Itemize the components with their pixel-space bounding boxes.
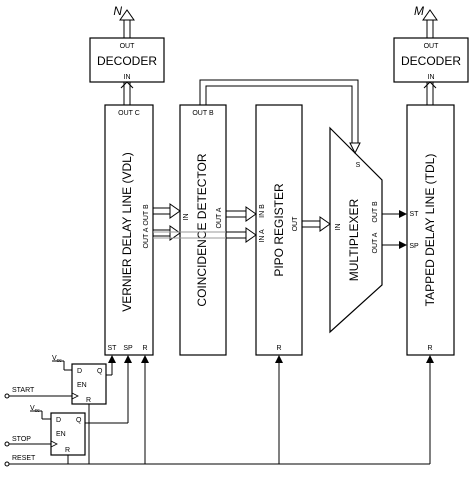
ff-stop-d: D [56, 417, 61, 424]
coincidence-in: IN [183, 214, 190, 221]
flipflop-stop: D Q EN R Vcc [30, 405, 86, 456]
decoder-left-out: OUT [120, 43, 136, 50]
decoder-left-title: DECODER [97, 54, 157, 68]
coincidence-out-b: OUT B [192, 110, 214, 117]
output-n-label: N [113, 4, 122, 18]
pipo-block: PIPO REGISTER IN A IN B OUT R [255, 104, 303, 356]
vdl-out-b: OUT B [143, 204, 150, 226]
ff-start-r: R [86, 397, 91, 404]
bus-vdl-outa-coincidence [153, 225, 181, 241]
flipflop-start: D Q EN R Vcc [52, 355, 107, 405]
wire-ff-stop-q-vdl-sp [85, 355, 132, 424]
stop-input [4, 441, 51, 447]
vdl-block: OUT C VERNIER DELAY LINE (VDL) OUT B OUT… [104, 104, 154, 356]
ff-stop-r: R [65, 447, 70, 454]
start-label: START [12, 387, 35, 394]
ff-stop-en: EN [56, 431, 66, 438]
bus-coincidence-pipo-ina [226, 227, 257, 243]
mux-s: S [356, 162, 361, 169]
pipo-out: OUT [292, 216, 299, 232]
pipo-in-b: IN B [259, 204, 266, 218]
vdl-out-a: OUT A [143, 227, 150, 248]
decoder-right-in: IN [428, 74, 435, 81]
tdl-sp: SP [409, 243, 419, 250]
vdl-r: R [142, 345, 147, 352]
decoder-left-in: IN [124, 74, 131, 81]
mux-title: MULTIPLEXER [347, 198, 361, 281]
multiplexer-block: S MULTIPLEXER IN OUT B OUT A [329, 126, 383, 334]
vdl-st: ST [108, 345, 118, 352]
bus-vdl-outb-coincidence [153, 203, 181, 219]
bus-tdl-decoder [423, 81, 437, 105]
reset-label: RESET [12, 455, 36, 462]
stop-label: STOP [12, 436, 31, 443]
tdl-st: ST [410, 211, 420, 218]
mux-out-a: OUT A [372, 232, 379, 253]
ff-start-vcc: Vcc [52, 355, 62, 364]
tdl-block: TAPPED DELAY LINE (TDL) ST SP R [406, 104, 455, 356]
mux-out-b: OUT B [372, 201, 379, 223]
output-m-arrow [422, 9, 438, 38]
coincidence-title: COINCIDENCE DETECTOR [195, 153, 209, 306]
bus-coincidence-pipo-inb [226, 206, 257, 222]
wire-ff-start-q-vdl-st [106, 355, 116, 376]
ff-start-d: D [77, 368, 82, 375]
pipo-in-a: IN A [259, 229, 266, 243]
coincidence-block: OUT B COINCIDENCE DETECTOR IN OUT A [179, 104, 227, 356]
ff-start-en: EN [77, 382, 87, 389]
tdl-r: R [427, 345, 432, 352]
output-n-arrow [119, 9, 135, 38]
pipo-title: PIPO REGISTER [272, 183, 286, 277]
ff-stop-q: Q [76, 417, 82, 424]
pipo-r: R [276, 345, 281, 352]
bus-pipo-mux [302, 216, 331, 232]
decoder-right-title: DECODER [401, 54, 461, 68]
vdl-out-c: OUT C [118, 110, 140, 117]
decoder-right-out: OUT [424, 43, 440, 50]
output-m-label: M [414, 4, 424, 18]
decoder-right: OUT DECODER IN [393, 37, 469, 83]
decoder-left: OUT DECODER IN [89, 37, 165, 83]
bus-vdl-decoder [120, 81, 134, 105]
bus-coincidence-mux-select [199, 79, 361, 155]
ff-stop-vcc: Vcc [30, 405, 40, 414]
vdl-sp: SP [123, 345, 133, 352]
ff-start-q: Q [97, 368, 103, 375]
vdl-title: VERNIER DELAY LINE (VDL) [120, 152, 134, 312]
reset-input [4, 461, 430, 467]
coincidence-out-a: OUT A [216, 207, 223, 228]
start-input [4, 393, 72, 399]
tdl-title: TAPPED DELAY LINE (TDL) [423, 154, 437, 307]
mux-in: IN [335, 224, 342, 231]
